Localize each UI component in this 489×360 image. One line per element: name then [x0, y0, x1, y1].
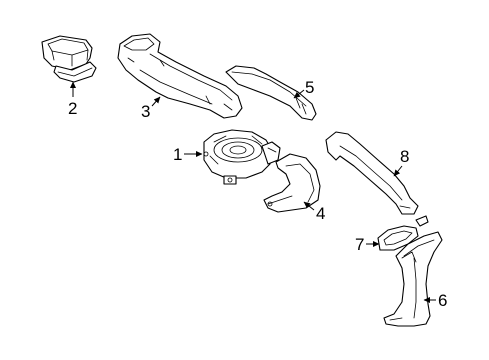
callout-5-leader	[293, 89, 305, 99]
part-2-duct-adapter[interactable]	[41, 35, 97, 83]
part-1-blower-motor[interactable]	[203, 129, 281, 185]
callout-8-leader	[393, 165, 403, 177]
callout-7-label: 7	[355, 235, 364, 254]
part-3-main-duct[interactable]	[117, 33, 243, 119]
callout-2: 2	[68, 81, 77, 118]
part-4-duct-cover[interactable]	[263, 153, 321, 213]
callout-4-leader	[303, 201, 315, 211]
part-8-rear-duct[interactable]	[325, 131, 419, 215]
callout-8-label: 8	[400, 147, 409, 166]
callout-6-label: 6	[438, 291, 447, 310]
callout-5-label: 5	[305, 78, 314, 97]
callout-7: 7	[355, 235, 380, 254]
callout-1-label: 1	[173, 145, 182, 164]
callout-8: 8	[393, 147, 409, 177]
callout-4: 4	[303, 201, 325, 223]
callout-6: 6	[423, 291, 447, 310]
callout-3-leader	[151, 96, 161, 107]
callout-4-label: 4	[316, 204, 325, 223]
callout-3-label: 3	[141, 102, 150, 121]
callout-5: 5	[293, 78, 314, 99]
part-5-curved-duct[interactable]	[225, 65, 317, 121]
callout-3: 3	[141, 96, 161, 121]
callout-2-label: 2	[68, 99, 77, 118]
callout-1: 1	[173, 145, 203, 164]
